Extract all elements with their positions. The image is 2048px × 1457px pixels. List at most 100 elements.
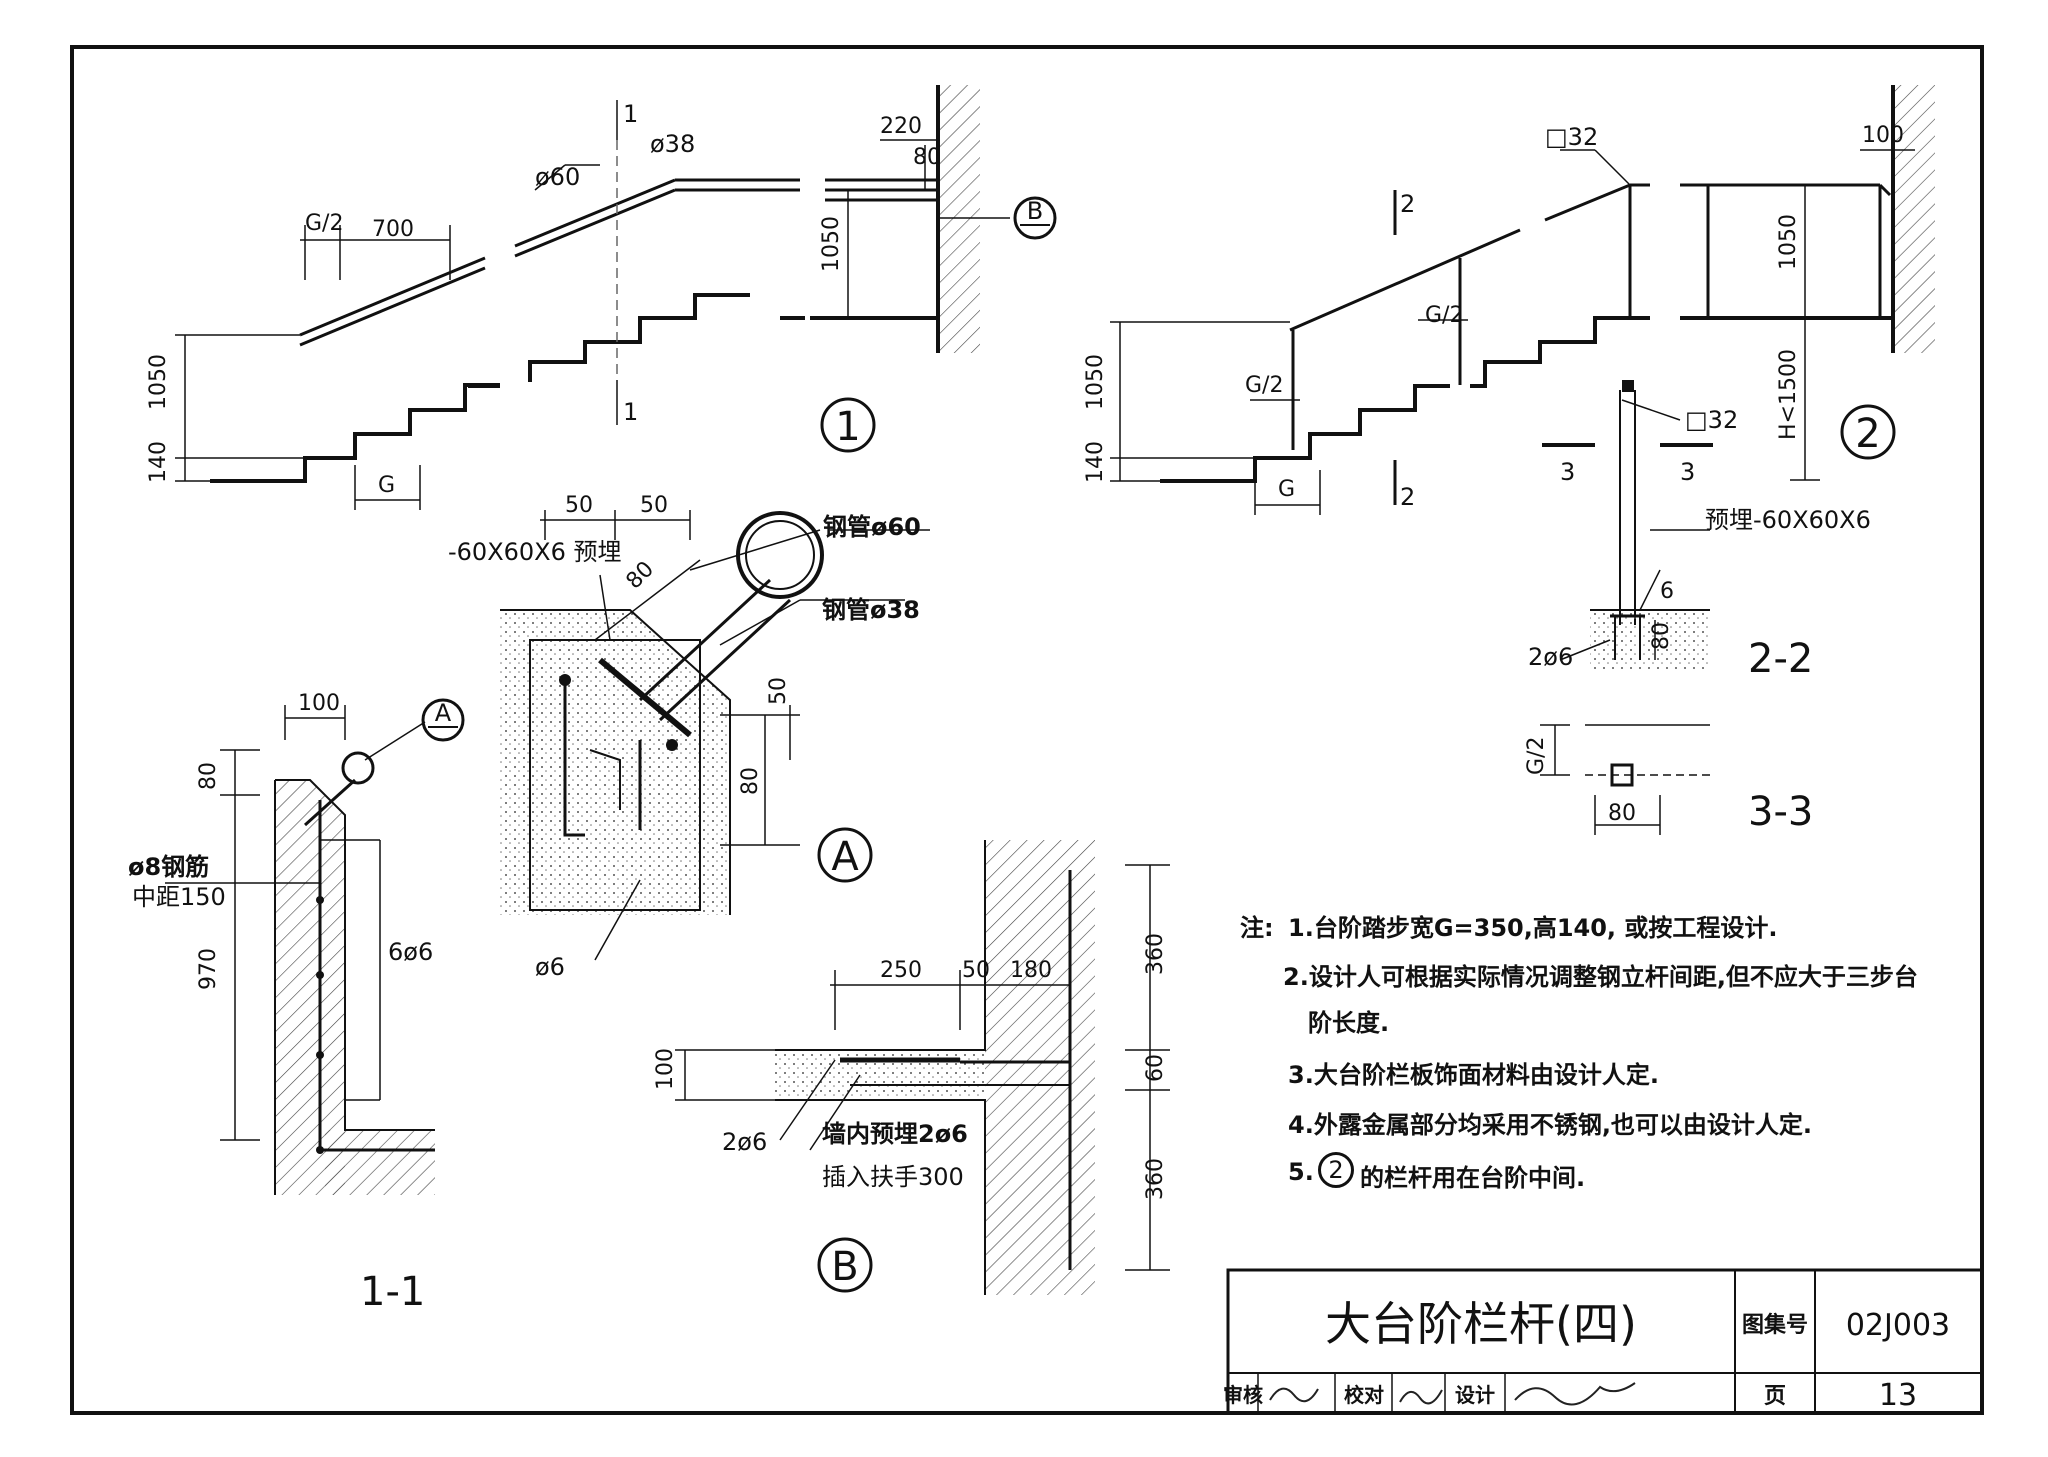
detail-b-w3: 180 bbox=[1010, 958, 1052, 983]
sheet-border bbox=[70, 45, 1984, 1415]
note-2: 2.设计人可根据实际情况调整钢立杆间距,但不应大于三步台 bbox=[1283, 963, 1918, 991]
notes-prefix: 注: bbox=[1240, 914, 1274, 942]
detail-a-pipe-main: 钢管ø60 bbox=[823, 513, 921, 541]
section-22-embed: 预埋-60X60X6 bbox=[1705, 506, 1871, 534]
title-block-atlas-label: 图集号 bbox=[1742, 1312, 1808, 1338]
detail-b-v1: 360 bbox=[1143, 933, 1168, 975]
dim-h-left: 1050 bbox=[146, 354, 171, 410]
title-block-title: 大台阶栏杆(四) bbox=[1325, 1297, 1637, 1351]
section-11-label: 1-1 bbox=[360, 1269, 425, 1315]
section-22-label: 2-2 bbox=[1748, 636, 1813, 682]
detail-a-embed: -60X60X6 预埋 bbox=[448, 538, 622, 566]
note-5: 的栏杆用在台阶中间. bbox=[1360, 1164, 1586, 1192]
section-11-w: 100 bbox=[298, 691, 340, 716]
wall-hatch-2 bbox=[1895, 85, 1935, 353]
section-11-h: 970 bbox=[196, 948, 221, 990]
checker-signature bbox=[1399, 1389, 1443, 1405]
section-3-right: 3 bbox=[1680, 458, 1695, 486]
stairs-2 bbox=[1160, 384, 1450, 483]
dim-post: □32 bbox=[1545, 123, 1598, 151]
section-11-ref: A bbox=[435, 699, 452, 727]
detail-a-bar: ø6 bbox=[535, 953, 565, 981]
note-2b: 阶长度. bbox=[1308, 1009, 1390, 1037]
title-block-check: 校对 bbox=[1344, 1383, 1384, 1407]
title-block-atlas-no: 02J003 bbox=[1846, 1308, 1950, 1343]
section-11-spacing: 中距150 bbox=[132, 883, 226, 911]
dim-top-gap: 100 bbox=[1862, 123, 1904, 148]
drawing-1: B 1 G/2 700 G ø60 ø38 1050 140 1050 220 … bbox=[146, 85, 1057, 510]
stairs-1 bbox=[210, 383, 500, 483]
section-2-bottom: 2 bbox=[1400, 483, 1415, 511]
detail-b-ref-circle bbox=[1013, 196, 1057, 240]
wall-hatch-1 bbox=[940, 85, 980, 353]
detail-a: A -60X60X6 预埋 钢管ø60 钢管ø38 ø6 50 50 80 50… bbox=[448, 493, 930, 981]
dim-h-right-2: 1050 bbox=[1776, 214, 1801, 270]
note-5-circle: 2 bbox=[1318, 1152, 1354, 1188]
dim-step-h: 140 bbox=[146, 441, 171, 483]
section-11-rebar: ø8钢筋 bbox=[128, 853, 209, 881]
dim-post-side: □32 bbox=[1685, 406, 1738, 434]
drawing-2-marker: 2 bbox=[1855, 411, 1880, 457]
note-5-num: 5. bbox=[1288, 1158, 1314, 1186]
drawing-2-marker-circle bbox=[1840, 404, 1896, 460]
dim-rail-38: ø38 bbox=[650, 130, 695, 158]
dim-rail-60: ø60 bbox=[535, 163, 580, 191]
dim-g-half: G/2 bbox=[305, 211, 343, 236]
dim-80: 80 bbox=[913, 145, 941, 170]
section-22-bars: 2ø6 bbox=[1528, 643, 1573, 671]
detail-a-h2: 80 bbox=[738, 767, 763, 795]
railing-2 bbox=[1289, 183, 1892, 450]
section-22-t: 6 bbox=[1660, 579, 1674, 604]
detail-a-w2: 50 bbox=[640, 493, 668, 518]
dim-700: 700 bbox=[372, 217, 414, 242]
title-block-page-label: 页 bbox=[1764, 1384, 1786, 1409]
section-1-bottom: 1 bbox=[623, 398, 638, 426]
designer-signature bbox=[1514, 1382, 1636, 1406]
dim-h-left-2: 1050 bbox=[1083, 354, 1108, 410]
dims-2 bbox=[1110, 149, 1915, 515]
drawing-1-marker-circle bbox=[820, 397, 876, 453]
dim-step-h-2: 140 bbox=[1083, 441, 1108, 483]
section-33-label: 3-3 bbox=[1748, 789, 1813, 835]
section-22-h: 80 bbox=[1649, 622, 1674, 650]
dim-h-right: 1050 bbox=[819, 216, 844, 272]
section-33-g-half: G/2 bbox=[1524, 737, 1549, 775]
note-3: 3.大台阶栏板饰面材料由设计人定. bbox=[1288, 1061, 1659, 1089]
section-33-w: 80 bbox=[1608, 801, 1636, 826]
dim-g-half-b: G/2 bbox=[1245, 373, 1283, 398]
dim-g-2: G bbox=[1278, 477, 1295, 502]
detail-b-v3: 360 bbox=[1143, 1158, 1168, 1200]
dims-1 bbox=[175, 100, 1010, 510]
note-4: 4.外露金属部分均采用不锈钢,也可以由设计人定. bbox=[1288, 1111, 1813, 1139]
drawing-1-marker: 1 bbox=[835, 404, 860, 450]
detail-b: B 250 50 180 100 360 60 360 2ø6 墙内预埋2ø6 … bbox=[653, 840, 1170, 1295]
section-2-top: 2 bbox=[1400, 190, 1415, 218]
detail-b-insert: 插入扶手300 bbox=[822, 1163, 964, 1191]
dim-220: 220 bbox=[880, 114, 922, 139]
section-2-2: 预埋-60X60X6 6 80 2ø6 2-2 bbox=[1528, 380, 1871, 682]
detail-a-marker: A bbox=[831, 834, 859, 880]
section-11-bars: 6ø6 bbox=[388, 938, 433, 966]
section-3-left: 3 bbox=[1560, 458, 1575, 486]
detail-a-pipe-sub: 钢管ø38 bbox=[822, 596, 920, 624]
dim-g: G bbox=[378, 473, 395, 498]
title-block-review: 审核 bbox=[1223, 1383, 1263, 1407]
reviewer-signature bbox=[1269, 1387, 1319, 1403]
detail-b-embed: 墙内预埋2ø6 bbox=[822, 1120, 968, 1148]
section-3-3: G/2 80 3-3 bbox=[1524, 724, 1813, 835]
note-1: 1.台阶踏步宽G=350,高140, 或按工程设计. bbox=[1288, 914, 1778, 942]
detail-b-bars: 2ø6 bbox=[722, 1128, 767, 1156]
title-block: 大台阶栏杆(四) 图集号 02J003 审核 校对 设计 页 13 bbox=[1223, 1268, 1984, 1415]
dim-g-half-a: G/2 bbox=[1425, 303, 1463, 328]
detail-a-d1: 80 bbox=[622, 557, 659, 594]
drawing-2: 2 □32 □32 100 1050 H<1500 G/2 G/2 G 1050… bbox=[1083, 85, 1935, 515]
section-1-top: 1 bbox=[623, 100, 638, 128]
section-11-top: 80 bbox=[196, 762, 221, 790]
dim-h-bottom: H<1500 bbox=[1776, 349, 1801, 440]
detail-b-v2: 60 bbox=[1143, 1054, 1168, 1082]
detail-b-h: 100 bbox=[653, 1048, 678, 1090]
detail-b-ref: B bbox=[1027, 197, 1043, 225]
title-block-page-no: 13 bbox=[1879, 1378, 1917, 1413]
detail-a-h1: 50 bbox=[766, 677, 791, 705]
